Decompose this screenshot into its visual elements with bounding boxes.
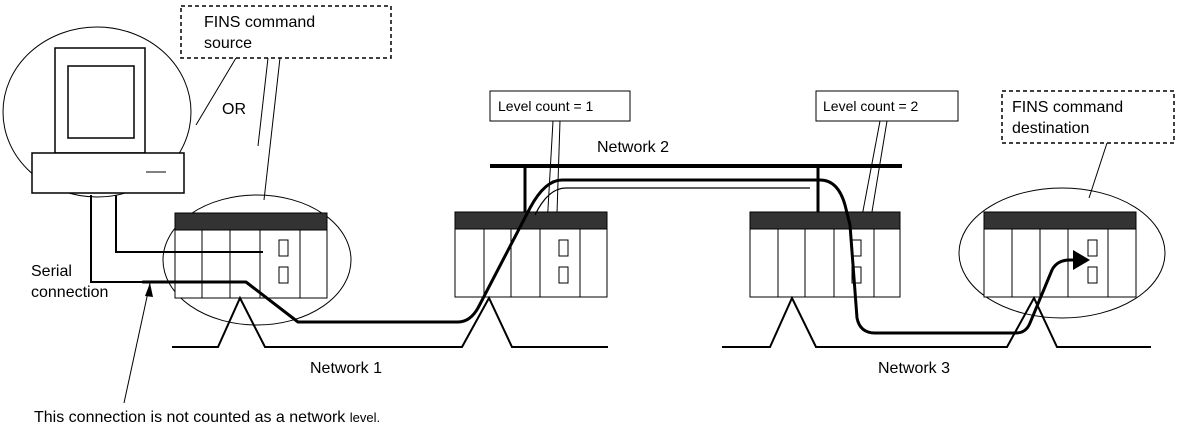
source-leader-2 <box>257 57 269 147</box>
destination-label-line1: FINS command <box>1012 99 1123 116</box>
source-plc-circle <box>162 194 352 326</box>
network1-label: Network 1 <box>310 360 382 377</box>
network2-label: Network 2 <box>597 139 669 156</box>
source-label-line1: FINS command <box>204 14 315 31</box>
plc-2 <box>454 211 608 298</box>
source-label-line2: source <box>204 35 252 52</box>
plc-4 <box>983 211 1137 298</box>
serial-label-line2: connection <box>31 284 108 301</box>
serial-cable-2 <box>90 195 143 283</box>
source-leader-3 <box>263 57 281 201</box>
level1-label: Level count = 1 <box>498 98 594 114</box>
destination-leader <box>1088 142 1108 199</box>
computer-circle <box>2 26 192 198</box>
note-text-main: This connection is not counted as a netw… <box>34 409 350 426</box>
or-label: OR <box>222 101 246 118</box>
level2-label: Level count = 2 <box>823 98 919 114</box>
network3-line <box>722 295 1151 348</box>
level2-box <box>815 90 959 122</box>
note-leader <box>123 282 151 404</box>
fins-command-route <box>141 178 1081 335</box>
note-leader-arrowhead <box>145 283 153 297</box>
source-callout-box <box>180 5 392 59</box>
computer-base <box>31 152 185 194</box>
serial-cable-1 <box>115 195 263 253</box>
plc-3 <box>749 211 901 298</box>
fins-command-route-inner <box>534 187 810 216</box>
note-text: This connection is not counted as a netw… <box>34 409 380 426</box>
route-arrowhead <box>1073 250 1090 270</box>
serial-label-line1: Serial <box>31 263 72 280</box>
destination-plc-circle <box>958 187 1166 319</box>
network3-label: Network 3 <box>878 360 950 377</box>
source-leader-1 <box>195 57 237 126</box>
level1-box <box>489 90 631 122</box>
computer-screen <box>67 65 135 139</box>
destination-label-line2: destination <box>1012 120 1089 137</box>
note-text-tail: level. <box>350 410 380 425</box>
network1-line <box>172 295 608 348</box>
destination-callout-box <box>1001 90 1175 144</box>
